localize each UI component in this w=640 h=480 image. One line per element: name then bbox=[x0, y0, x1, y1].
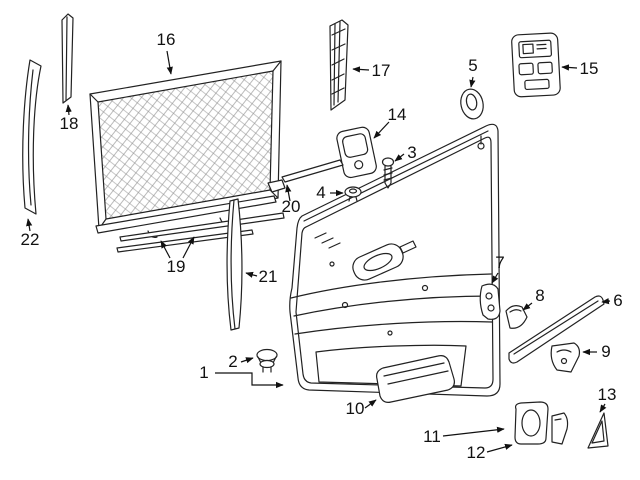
callout-6-leader bbox=[601, 298, 611, 305]
part-18-window-frame-trim bbox=[61, 13, 74, 104]
part-20-trim-strip bbox=[281, 159, 344, 183]
callout-21-label: 21 bbox=[259, 267, 278, 286]
callout-12-label: 12 bbox=[467, 443, 486, 462]
callout-4-label: 4 bbox=[316, 183, 325, 202]
part-7-bracket bbox=[479, 283, 501, 320]
part-21-trim-strip bbox=[226, 198, 243, 331]
part-14-handle-trim bbox=[336, 126, 377, 179]
callout-12-leader bbox=[486, 443, 513, 453]
callout-labels: 1 2 3 4 5 6 7 8 9 10 11 12 13 14 15 16 1… bbox=[21, 30, 623, 462]
callout-11-leader bbox=[442, 426, 505, 437]
callout-8-leader bbox=[522, 302, 533, 311]
callout-6-label: 6 bbox=[613, 291, 622, 310]
callout-1-leader bbox=[215, 372, 284, 389]
part-15-window-switch-unit bbox=[511, 32, 561, 98]
part-9-bracket bbox=[550, 342, 581, 373]
callout-5-label: 5 bbox=[468, 56, 477, 75]
callout-15-leader bbox=[561, 64, 578, 71]
callout-14-leader bbox=[373, 121, 390, 139]
callout-10-label: 10 bbox=[346, 399, 365, 418]
callout-2-leader bbox=[240, 357, 254, 364]
callout-17-label: 17 bbox=[372, 61, 391, 80]
part-11-pull-handle-cup bbox=[514, 401, 549, 445]
part-16-sunshade bbox=[89, 60, 286, 238]
callout-3-leader bbox=[394, 153, 405, 162]
callout-19-leader-a bbox=[160, 240, 171, 259]
callout-9-label: 9 bbox=[601, 342, 610, 361]
callout-8-label: 8 bbox=[535, 286, 544, 305]
callout-10-leader bbox=[364, 399, 377, 409]
callout-20-label: 20 bbox=[282, 197, 301, 216]
parts-artwork bbox=[22, 13, 609, 449]
callout-17-leader bbox=[352, 66, 370, 73]
callout-2-label: 2 bbox=[228, 352, 237, 371]
callout-11-label: 11 bbox=[423, 427, 441, 446]
part-5-clip bbox=[460, 88, 484, 120]
callout-19-label: 19 bbox=[167, 257, 186, 276]
callout-5-leader bbox=[469, 76, 476, 88]
part-13-cover bbox=[587, 412, 609, 449]
callout-13-label: 13 bbox=[598, 385, 617, 404]
part-8-cap bbox=[505, 305, 528, 329]
part-2-grommet bbox=[256, 348, 278, 373]
part-4-clip bbox=[344, 186, 362, 202]
callout-7-leader bbox=[491, 272, 499, 284]
part-1-door-trim-panel bbox=[289, 123, 501, 397]
callout-7-label: 7 bbox=[495, 253, 504, 272]
callout-22-leader bbox=[26, 218, 33, 232]
callout-16-leader bbox=[166, 50, 173, 75]
callout-1-label: 1 bbox=[199, 363, 208, 382]
part-17-window-guide bbox=[329, 19, 349, 111]
part-22-pillar-trim bbox=[22, 59, 42, 215]
callout-16-label: 16 bbox=[157, 30, 176, 49]
callout-22-label: 22 bbox=[21, 230, 40, 249]
callout-20-leader bbox=[285, 184, 292, 202]
part-3-screw bbox=[381, 157, 395, 189]
callout-19-leader-b bbox=[182, 236, 195, 259]
callout-13-leader bbox=[599, 403, 607, 413]
callout-18-leader bbox=[65, 104, 72, 116]
callout-14-label: 14 bbox=[388, 105, 407, 124]
callout-18-label: 18 bbox=[60, 114, 79, 133]
part-10-armrest bbox=[376, 355, 455, 403]
callout-21-leader bbox=[245, 271, 258, 278]
part-12-bracket bbox=[551, 412, 569, 445]
callout-15-label: 15 bbox=[580, 59, 599, 78]
leader-lines bbox=[26, 50, 611, 453]
callout-3-label: 3 bbox=[407, 143, 416, 162]
